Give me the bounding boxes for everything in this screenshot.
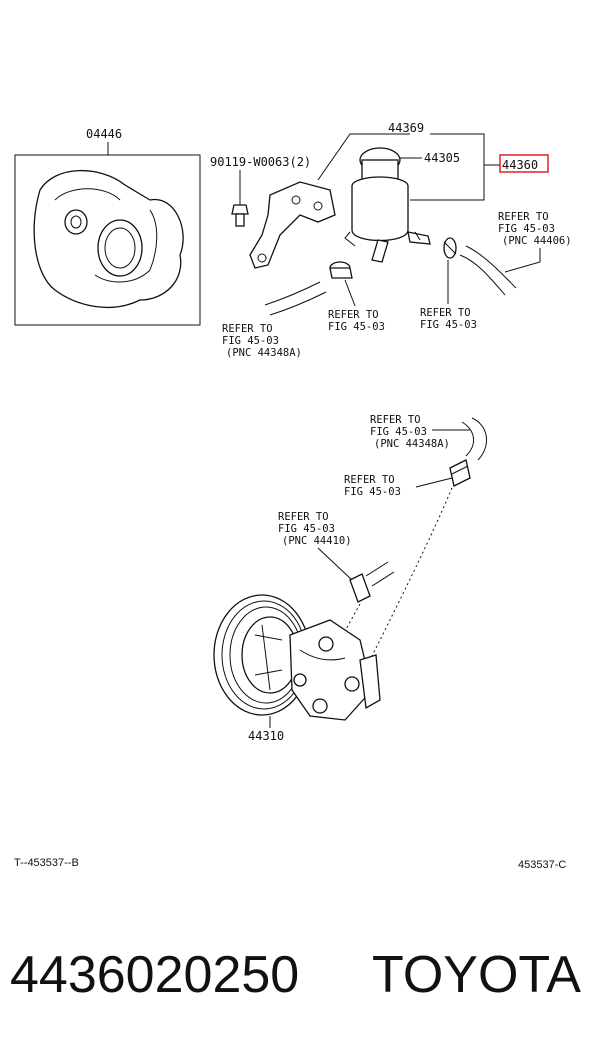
- refer-g-line3: (PNC 44410): [282, 535, 352, 547]
- refer-f-line1: REFER TO: [344, 474, 395, 486]
- refer-a-line2: FIG 45-03: [498, 223, 555, 235]
- footer-code-left: T--453537--B: [14, 857, 79, 869]
- refer-c-line2: FIG 45-03: [328, 321, 385, 333]
- label-44360: 44360: [502, 158, 538, 172]
- label-44305: 44305: [424, 151, 460, 165]
- refer-d-line1: REFER TO: [420, 307, 471, 319]
- label-44369: 44369: [388, 121, 424, 135]
- refer-c-line1: REFER TO: [328, 309, 379, 321]
- pulley-gasket-kit: [33, 169, 184, 308]
- footer-code-right: 453537-C: [518, 859, 566, 871]
- refer-a-line3: (PNC 44406): [502, 235, 572, 247]
- leader-refer-g: [317, 547, 353, 581]
- refer-b-line2: FIG 45-03: [222, 335, 279, 347]
- refer-e-line1: REFER TO: [370, 414, 421, 426]
- hose-clamp-right: [443, 237, 457, 259]
- dashed-guide-inlet: [369, 487, 453, 661]
- pump-inlet-fitting: [449, 459, 471, 487]
- reservoir-bracket: [249, 181, 336, 269]
- refer-e-line2: FIG 45-03: [370, 426, 427, 438]
- bracket-44360: [410, 133, 485, 201]
- dashed-guide-outlet: [339, 603, 361, 641]
- refer-g-line1: REFER TO: [278, 511, 329, 523]
- pressure-fitting: [349, 561, 395, 603]
- refer-d-line2: FIG 45-03: [420, 319, 477, 331]
- refer-f-line2: FIG 45-03: [344, 486, 401, 498]
- label-04446: 04446: [86, 127, 122, 141]
- bolt: [231, 204, 249, 227]
- hose-right-a: [459, 254, 506, 296]
- refer-b-line3: (PNC 44348A): [226, 347, 302, 359]
- leader-44369: [317, 133, 410, 181]
- refer-a-line1: REFER TO: [498, 211, 549, 223]
- reservoir-tank: [344, 147, 431, 263]
- label-90119-w0063: 90119-W0063(2): [210, 155, 311, 169]
- refer-b-line1: REFER TO: [222, 323, 273, 335]
- power-steering-pump: [213, 594, 381, 721]
- refer-g-line2: FIG 45-03: [278, 523, 335, 535]
- brand-name: TOYOTA: [372, 946, 581, 1004]
- label-44310: 44310: [248, 729, 284, 743]
- leader-refer-c: [344, 279, 356, 307]
- highlight-box-44360: [499, 154, 549, 173]
- leader-refer-f: [415, 477, 453, 488]
- hose-pump-a: [471, 417, 487, 461]
- leader-refer-a: [504, 248, 541, 273]
- hose-left-b: [269, 291, 327, 316]
- refer-e-line3: (PNC 44348A): [374, 438, 450, 450]
- hose-clamp-left: [329, 261, 353, 279]
- hose-pump-b: [461, 421, 474, 457]
- hose-left-a: [264, 281, 321, 306]
- part-number: 4436020250: [10, 946, 299, 1004]
- hose-right-b: [465, 245, 517, 289]
